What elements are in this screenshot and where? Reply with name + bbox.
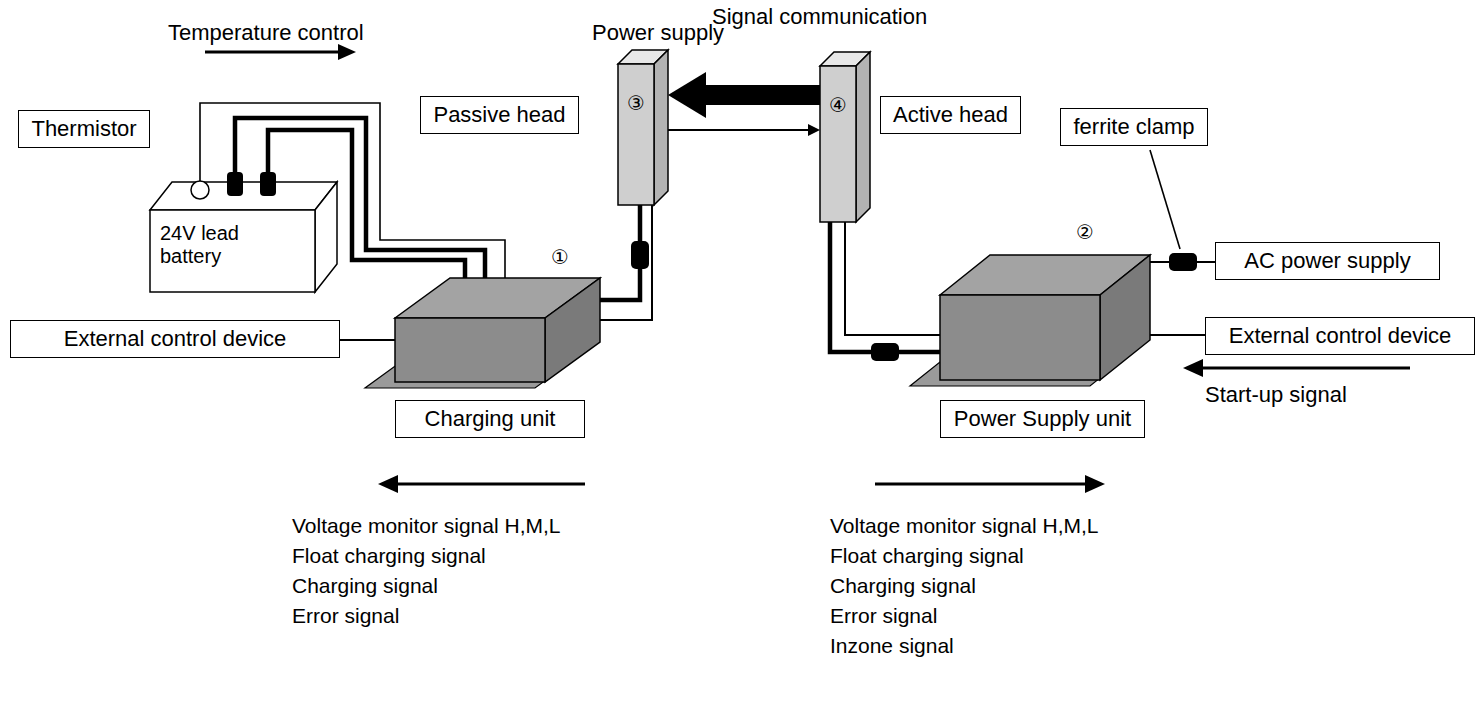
- charging-signal-arrow-head: [378, 475, 398, 493]
- side-face: [654, 50, 668, 205]
- temperature-arrow: [205, 51, 340, 54]
- signal-name: Float charging signal: [830, 544, 1024, 568]
- front-face: [150, 210, 315, 292]
- label-text: External control device: [64, 326, 287, 351]
- supply-signal-arrow-head: [1085, 475, 1105, 493]
- charging-unit-housing-drawing: [395, 278, 600, 382]
- ferrite-clamp-symbol: [1169, 253, 1197, 271]
- housing-outline: [150, 182, 337, 292]
- label-text: Power Supply unit: [954, 406, 1131, 431]
- side-face: [856, 52, 870, 222]
- power-supply-unit-housing: ②: [940, 255, 1150, 380]
- label-box: Active head: [880, 96, 1021, 134]
- signal-arrow: [668, 129, 808, 131]
- side-face: [315, 182, 337, 292]
- label-box: Thermistor: [18, 110, 150, 148]
- callout-number: ③: [618, 92, 654, 115]
- power-arrow: [706, 85, 820, 105]
- label-box: Charging unit: [395, 400, 585, 438]
- label-box: ferrite clamp: [1060, 108, 1208, 146]
- temperature-arrow-head: [338, 44, 356, 60]
- front-face: [940, 295, 1100, 380]
- housing-outline: [618, 50, 668, 205]
- thermistor-sensor: [191, 181, 209, 199]
- signal-name: Voltage monitor signal H,M,L: [830, 514, 1098, 538]
- side-face: [1100, 255, 1150, 380]
- startup-arrow-head: [1183, 359, 1203, 377]
- control-wire: [1150, 334, 1205, 336]
- label-box: External control device: [10, 320, 340, 358]
- front-face: [618, 64, 654, 205]
- active-head: ④: [820, 52, 870, 222]
- passive-head-drawing: [618, 50, 668, 205]
- callout-number: 24V lead battery: [160, 222, 300, 268]
- passive-head: ③: [618, 50, 668, 205]
- label-text: ferrite clamp: [1073, 114, 1194, 139]
- label-text: External control device: [1229, 323, 1452, 348]
- head-cable: [600, 205, 652, 320]
- startup-arrow: [1201, 367, 1410, 370]
- connector-label: Signal communication: [712, 4, 927, 29]
- label-text: Charging unit: [425, 406, 556, 431]
- housing-outline: [940, 255, 1150, 380]
- charging-unit-housing: ①: [395, 278, 600, 382]
- top-face: [150, 182, 337, 210]
- callout-number: ①: [545, 246, 575, 269]
- power-supply-unit-housing-drawing: [940, 255, 1150, 380]
- head-cable: [845, 222, 940, 335]
- callout-number: ②: [1070, 221, 1100, 244]
- label-text: Passive head: [433, 102, 565, 127]
- label-box: Power Supply unit: [940, 400, 1145, 438]
- signal-name: Inzone signal: [830, 634, 954, 658]
- front-face: [820, 66, 856, 222]
- signal-name: Error signal: [292, 604, 399, 628]
- front-face: [395, 318, 545, 382]
- label-box: Passive head: [420, 96, 579, 134]
- label-text: Thermistor: [31, 116, 136, 141]
- flow-label: Temperature control: [168, 20, 364, 45]
- connector-label: Power supply: [592, 20, 724, 45]
- signal-name: Float charging signal: [292, 544, 486, 568]
- supply-signal-arrow: [875, 483, 1087, 486]
- ferrite-clamp-symbol: [631, 241, 649, 269]
- battery-terminal: [227, 172, 243, 196]
- ferrite-clamp-symbol: [871, 343, 899, 361]
- head-cable: [830, 222, 940, 352]
- label-box: AC power supply: [1215, 242, 1440, 280]
- housing-outline: [820, 52, 870, 222]
- active-head-drawing: [820, 52, 870, 222]
- signal-name: Charging signal: [830, 574, 976, 598]
- signal-name: Charging signal: [292, 574, 438, 598]
- signal-name: Error signal: [830, 604, 937, 628]
- housing-outline: [395, 278, 600, 382]
- signal-name: Voltage monitor signal H,M,L: [292, 514, 560, 538]
- control-wire: [340, 339, 395, 341]
- label-text: AC power supply: [1244, 248, 1410, 273]
- charging-signal-arrow: [396, 483, 585, 486]
- side-face: [545, 278, 600, 382]
- label-box: External control device: [1205, 317, 1475, 355]
- signal-name: Start-up signal: [1205, 382, 1347, 407]
- battery-terminal: [260, 172, 276, 196]
- battery-body: 24V lead battery: [150, 182, 337, 292]
- ferrite-leader: [1150, 150, 1180, 249]
- callout-number: ④: [820, 94, 856, 117]
- label-text: Active head: [893, 102, 1008, 127]
